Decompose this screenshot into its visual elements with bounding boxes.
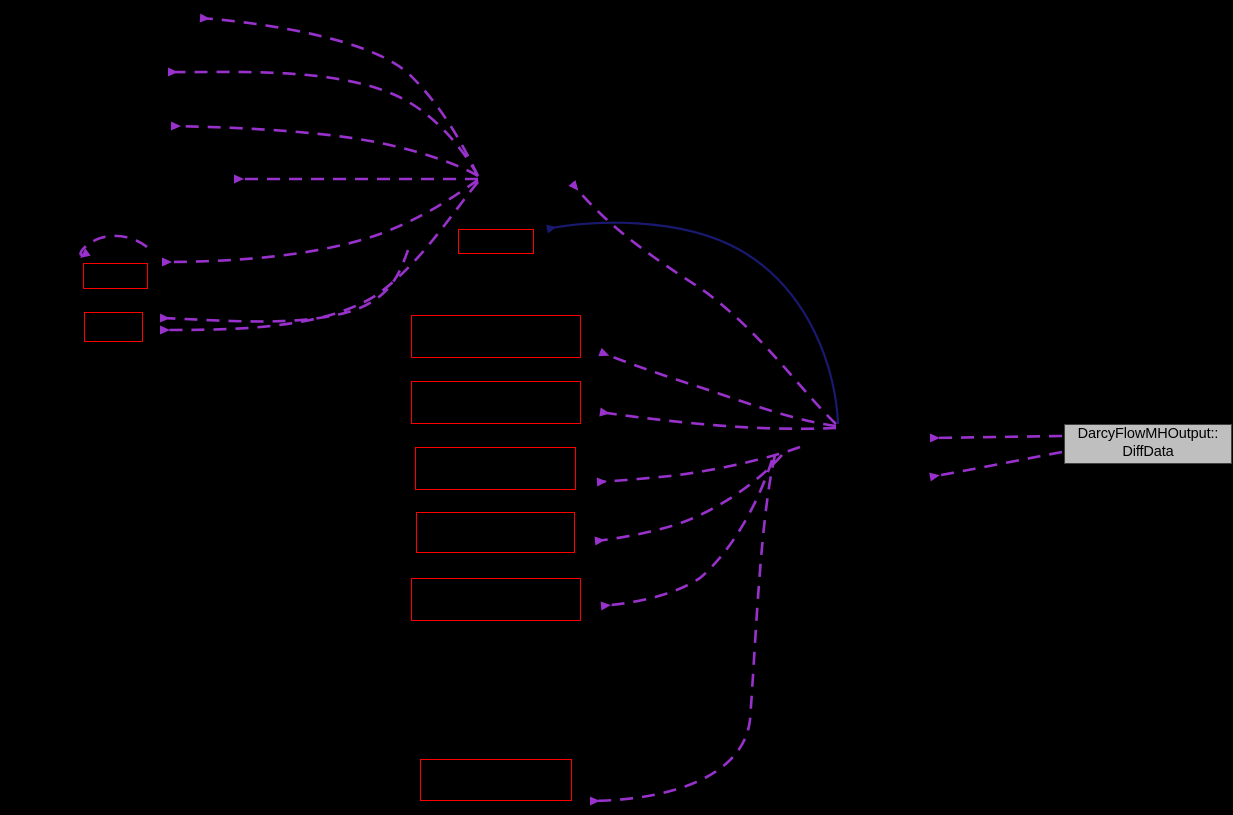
edge-hub-left-to-a1 [199, 13, 480, 177]
edge-focus-to-a16 [929, 433, 1063, 443]
edge-hub-right-to-n5 [599, 407, 837, 431]
edge-hub-right-to-a9 [568, 180, 837, 425]
focus-node-label: DarcyFlowMHOutput:: DiffData [1077, 426, 1219, 460]
node-caller-1[interactable] [83, 263, 148, 289]
edge-hub-right-to-n6 [596, 445, 801, 487]
node-caller-6[interactable] [415, 447, 576, 490]
node-caller-9[interactable] [420, 759, 572, 801]
edge-hub-right-to-n7 [594, 454, 783, 546]
edge-focus-to-a17 [929, 450, 1063, 482]
node-caller-8[interactable] [411, 578, 581, 621]
edge-hub-right-to-n3-blue [546, 221, 840, 425]
node-caller-5[interactable] [411, 381, 581, 424]
node-caller-7[interactable] [416, 512, 575, 553]
edge-hub-right-to-n8 [600, 459, 774, 611]
inheritance-edge [546, 221, 840, 425]
edge-hub-right-to-n9 [589, 454, 777, 806]
node-caller-4[interactable] [411, 315, 581, 358]
caller-edges [79, 13, 1063, 806]
edge-hub-left-to-a3 [170, 121, 479, 178]
node-caller-2[interactable] [84, 312, 143, 342]
node-caller-3[interactable] [458, 229, 534, 254]
edge-hub-left-to-n1 [161, 178, 479, 267]
edge-n3-to-n2-upper [159, 249, 410, 323]
edge-hub-right-to-n4 [598, 347, 837, 428]
node-darcyflowmhoutput-diffdata[interactable]: DarcyFlowMHOutput:: DiffData [1064, 424, 1232, 464]
edge-n1-self-loop [79, 234, 148, 258]
edge-hub-left-to-a2 [167, 67, 480, 177]
edge-hub-left-to-n2-lower [159, 181, 479, 335]
